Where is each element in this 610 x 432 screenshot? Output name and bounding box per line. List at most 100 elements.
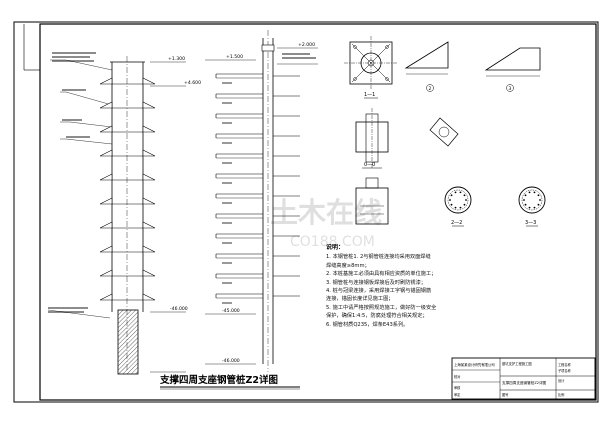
bolt-hole: [353, 77, 357, 81]
stiffener-plate-right: [142, 77, 156, 85]
pile-elevation: +1.300 +4.600 -46.000: [47, 52, 201, 375]
stiffener-plate-left: [99, 221, 113, 229]
svg-text:子项名称: 子项名称: [558, 368, 572, 373]
svg-text:上海某某设计研究有限公司: 上海某某设计研究有限公司: [454, 362, 495, 367]
rebar-dot: [459, 206, 462, 209]
base-section: [355, 177, 389, 225]
gusset-detail: [429, 117, 459, 147]
rebar-dot: [454, 206, 457, 209]
rebar-dot: [450, 194, 453, 197]
section-3-3: 3—3: [518, 186, 546, 227]
stiffener-plate-right: [142, 173, 156, 181]
stiffener-plate-left: [99, 293, 113, 301]
rebar-dot: [528, 191, 531, 194]
svg-text:-46.000: -46.000: [170, 306, 188, 312]
svg-text:设计: 设计: [558, 378, 565, 383]
stiffener-plate-right: [142, 197, 156, 205]
rebar-dot: [528, 206, 531, 209]
stiffener-plate-left: [99, 101, 113, 109]
svg-text:1—1: 1—1: [364, 92, 375, 98]
stiffener-plate-left: [99, 197, 113, 205]
stiffener-plate-left: [99, 173, 113, 181]
notes-title: 说明：: [326, 244, 345, 251]
svg-text:3: 3: [509, 86, 512, 92]
note-line: 2. 本桩基施工必须由具有相应资质的单位施工；: [326, 271, 437, 278]
stiffener-plate-right: [142, 269, 156, 277]
stiffener-plate-left: [99, 125, 113, 133]
svg-text:+2.000: +2.000: [298, 42, 315, 48]
drawing-title: 支撑四周支座钢管桩Z2详图: [159, 374, 278, 386]
inner-frame: [39, 23, 597, 401]
annotation-bar: [222, 282, 232, 284]
design-notes: 说明： 1. 本钢管桩1. 2与钢管桩连接均采用双面焊缝 焊缝高度≥8mm； 2…: [326, 244, 506, 344]
rebar-dot: [537, 194, 540, 197]
section-1-1: 1—1: [344, 36, 398, 99]
svg-text:比例: 比例: [558, 392, 564, 397]
svg-text:支撑四周支座钢管桩Z2详图: 支撑四周支座钢管桩Z2详图: [502, 380, 547, 385]
svg-text:土木在线: 土木在线: [270, 196, 382, 229]
rebar-dot: [459, 191, 462, 194]
note-line: 4. 桩与冠梁连接，采用焊接工字钢与锚固钢筋: [326, 288, 432, 295]
svg-text:审定: 审定: [454, 392, 461, 397]
rebar-dot: [449, 199, 451, 201]
watermark: 土木在线 CO188.COM: [270, 196, 382, 250]
section-2-plate: 2: [404, 41, 449, 92]
svg-text:3—3: 3—3: [525, 220, 536, 226]
note-line: 焊缝高度≥8mm；: [326, 262, 370, 269]
rebar-dot: [524, 194, 527, 197]
svg-text:审核: 审核: [454, 385, 461, 390]
stiffener-plate-left: [99, 77, 113, 85]
rebar-dot: [533, 206, 536, 209]
annotation-bar: [222, 162, 232, 164]
annotation-bar: [222, 102, 232, 104]
rebar-dot: [463, 194, 466, 197]
annotation-bar: [222, 202, 232, 204]
rebar-dot: [465, 199, 467, 201]
bolt-hole: [353, 45, 357, 49]
rebar-dot: [524, 203, 527, 206]
note-line: 1. 本钢管桩1. 2与钢管桩连接均采用双面焊缝: [326, 254, 431, 261]
section-3-plate: 3: [484, 47, 541, 92]
annotation-bar: [222, 82, 232, 84]
note-line: 5. 施工中请严格按照规范施工，做好防一级安全: [326, 304, 437, 311]
stiffener-plate-right: [142, 221, 156, 229]
svg-text:CO188.COM: CO188.COM: [290, 234, 375, 250]
svg-text:工程名称: 工程名称: [558, 362, 572, 367]
annotation-bar: [222, 182, 232, 184]
rebar-dot: [450, 203, 453, 206]
rebar-dot: [523, 199, 525, 201]
stiffener-plate-right: [142, 149, 156, 157]
note-line: 连接，锚固长度详见施工图；: [326, 296, 394, 303]
section-2-2: 2—2: [444, 186, 472, 227]
svg-text:图号: 图号: [502, 392, 508, 397]
stiffener-plate-right: [142, 101, 156, 109]
svg-text:2: 2: [429, 86, 432, 92]
note-line: 保护，确保1:4:5，防腐处理符合相关规定；: [326, 313, 428, 320]
annotation-bar: [222, 222, 232, 224]
svg-text:-45.000: -45.000: [222, 308, 240, 314]
stiffener-plate-left: [99, 269, 113, 277]
note-line: 3. 钢管桩与连接钢板焊接后及时刷防锈漆；: [326, 279, 426, 286]
note-line: 6. 钢管材质Q235，焊条E43系列。: [326, 321, 409, 328]
rebar-dot: [463, 203, 466, 206]
z2-elevation: +1.500 +2.000 -45.000 -46.000: [205, 30, 318, 372]
stiffener-plate-right: [142, 245, 156, 253]
stiffener-plate-right: [142, 293, 156, 301]
bolt-hole: [385, 77, 389, 81]
bolt-hole: [385, 45, 389, 49]
annotation-bar: [222, 122, 232, 124]
rebar-dot: [533, 191, 536, 194]
svg-text:校对: 校对: [454, 374, 461, 379]
svg-text:-46.000: -46.000: [222, 358, 240, 364]
annotation-bar: [222, 142, 232, 144]
svg-text:基坑支护工程施工图: 基坑支护工程施工图: [502, 361, 532, 366]
annotation-bar: [222, 302, 232, 304]
svg-text:0—0: 0—0: [364, 162, 375, 168]
outer-frame: [13, 21, 599, 403]
section-0-0: 0—0: [355, 108, 389, 169]
svg-text:2—2: 2—2: [451, 220, 462, 226]
stiffener-plate-left: [99, 149, 113, 157]
annotation-bar: [222, 262, 232, 264]
title-block: 上海某某设计研究有限公司 基坑支护工程施工图 支撑四周支座钢管桩Z2详图 图号 …: [451, 357, 596, 400]
